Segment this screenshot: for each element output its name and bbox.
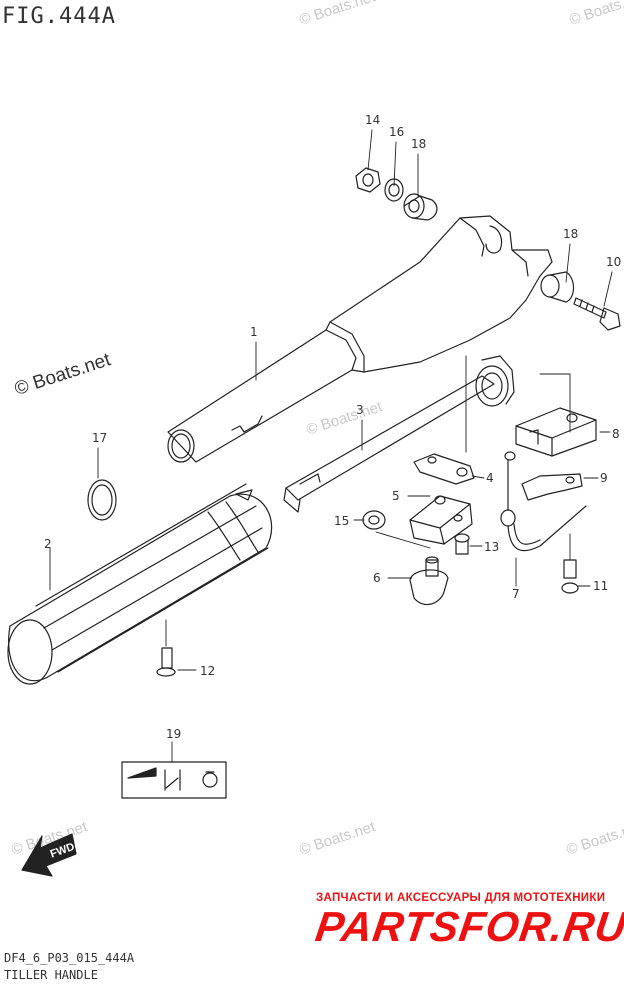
callout-number: 3 bbox=[356, 403, 364, 417]
bracket-8 bbox=[515, 407, 597, 457]
callout-number: 9 bbox=[600, 471, 608, 485]
bushing-18-top bbox=[403, 193, 438, 221]
bracket-5 bbox=[409, 495, 473, 545]
leader-lines bbox=[49, 129, 613, 763]
callout-number: 7 bbox=[512, 587, 520, 601]
brand-logo: PARTSFOR.RU bbox=[312, 903, 624, 950]
grip bbox=[7, 483, 273, 685]
screw-12 bbox=[156, 647, 176, 677]
callout-number: 17 bbox=[92, 431, 107, 445]
o-ring-17 bbox=[87, 479, 117, 521]
label-19 bbox=[121, 761, 227, 799]
fwd-arrow-icon: FWD bbox=[21, 833, 77, 877]
throttle-shaft bbox=[283, 355, 515, 513]
callout-number: 18 bbox=[411, 137, 426, 151]
tiller-handle-body bbox=[167, 215, 553, 463]
callout-number: 4 bbox=[486, 471, 494, 485]
callout-number: 1 bbox=[250, 325, 258, 339]
bushing-18-right bbox=[540, 271, 575, 303]
washer-16 bbox=[384, 178, 404, 202]
callout-number: 13 bbox=[484, 540, 499, 554]
plate-9 bbox=[521, 473, 583, 501]
plate-4 bbox=[413, 453, 475, 485]
cable-7 bbox=[500, 451, 587, 552]
screw-13 bbox=[454, 533, 470, 555]
callout-number: 8 bbox=[612, 427, 620, 441]
diagram-code: DF4_6_P03_015_444A bbox=[4, 951, 135, 965]
bolt-11 bbox=[561, 559, 579, 594]
callout-number: 15 bbox=[334, 514, 349, 528]
nut-14 bbox=[355, 167, 381, 193]
brand-tagline: ЗАПЧАСТИ И АКСЕССУАРЫ ДЛЯ МОТОТЕХНИКИ bbox=[316, 892, 606, 904]
figure-title: FIG.444A bbox=[2, 4, 116, 29]
callout-number: 12 bbox=[200, 664, 215, 678]
diagram-title: TILLER HANDLE bbox=[4, 968, 98, 982]
callout-number: 6 bbox=[373, 571, 381, 585]
callout-number: 16 bbox=[389, 125, 404, 139]
callout-number: 14 bbox=[365, 113, 380, 127]
lock-washer-15 bbox=[362, 510, 386, 530]
bolt-10 bbox=[573, 297, 621, 331]
callout-number: 11 bbox=[593, 579, 608, 593]
callout-number: 10 bbox=[606, 255, 621, 269]
callout-number: 2 bbox=[44, 537, 52, 551]
knob-6 bbox=[409, 556, 449, 606]
callout-number: 5 bbox=[392, 489, 400, 503]
callout-number: 19 bbox=[166, 727, 181, 741]
callout-number: 18 bbox=[563, 227, 578, 241]
